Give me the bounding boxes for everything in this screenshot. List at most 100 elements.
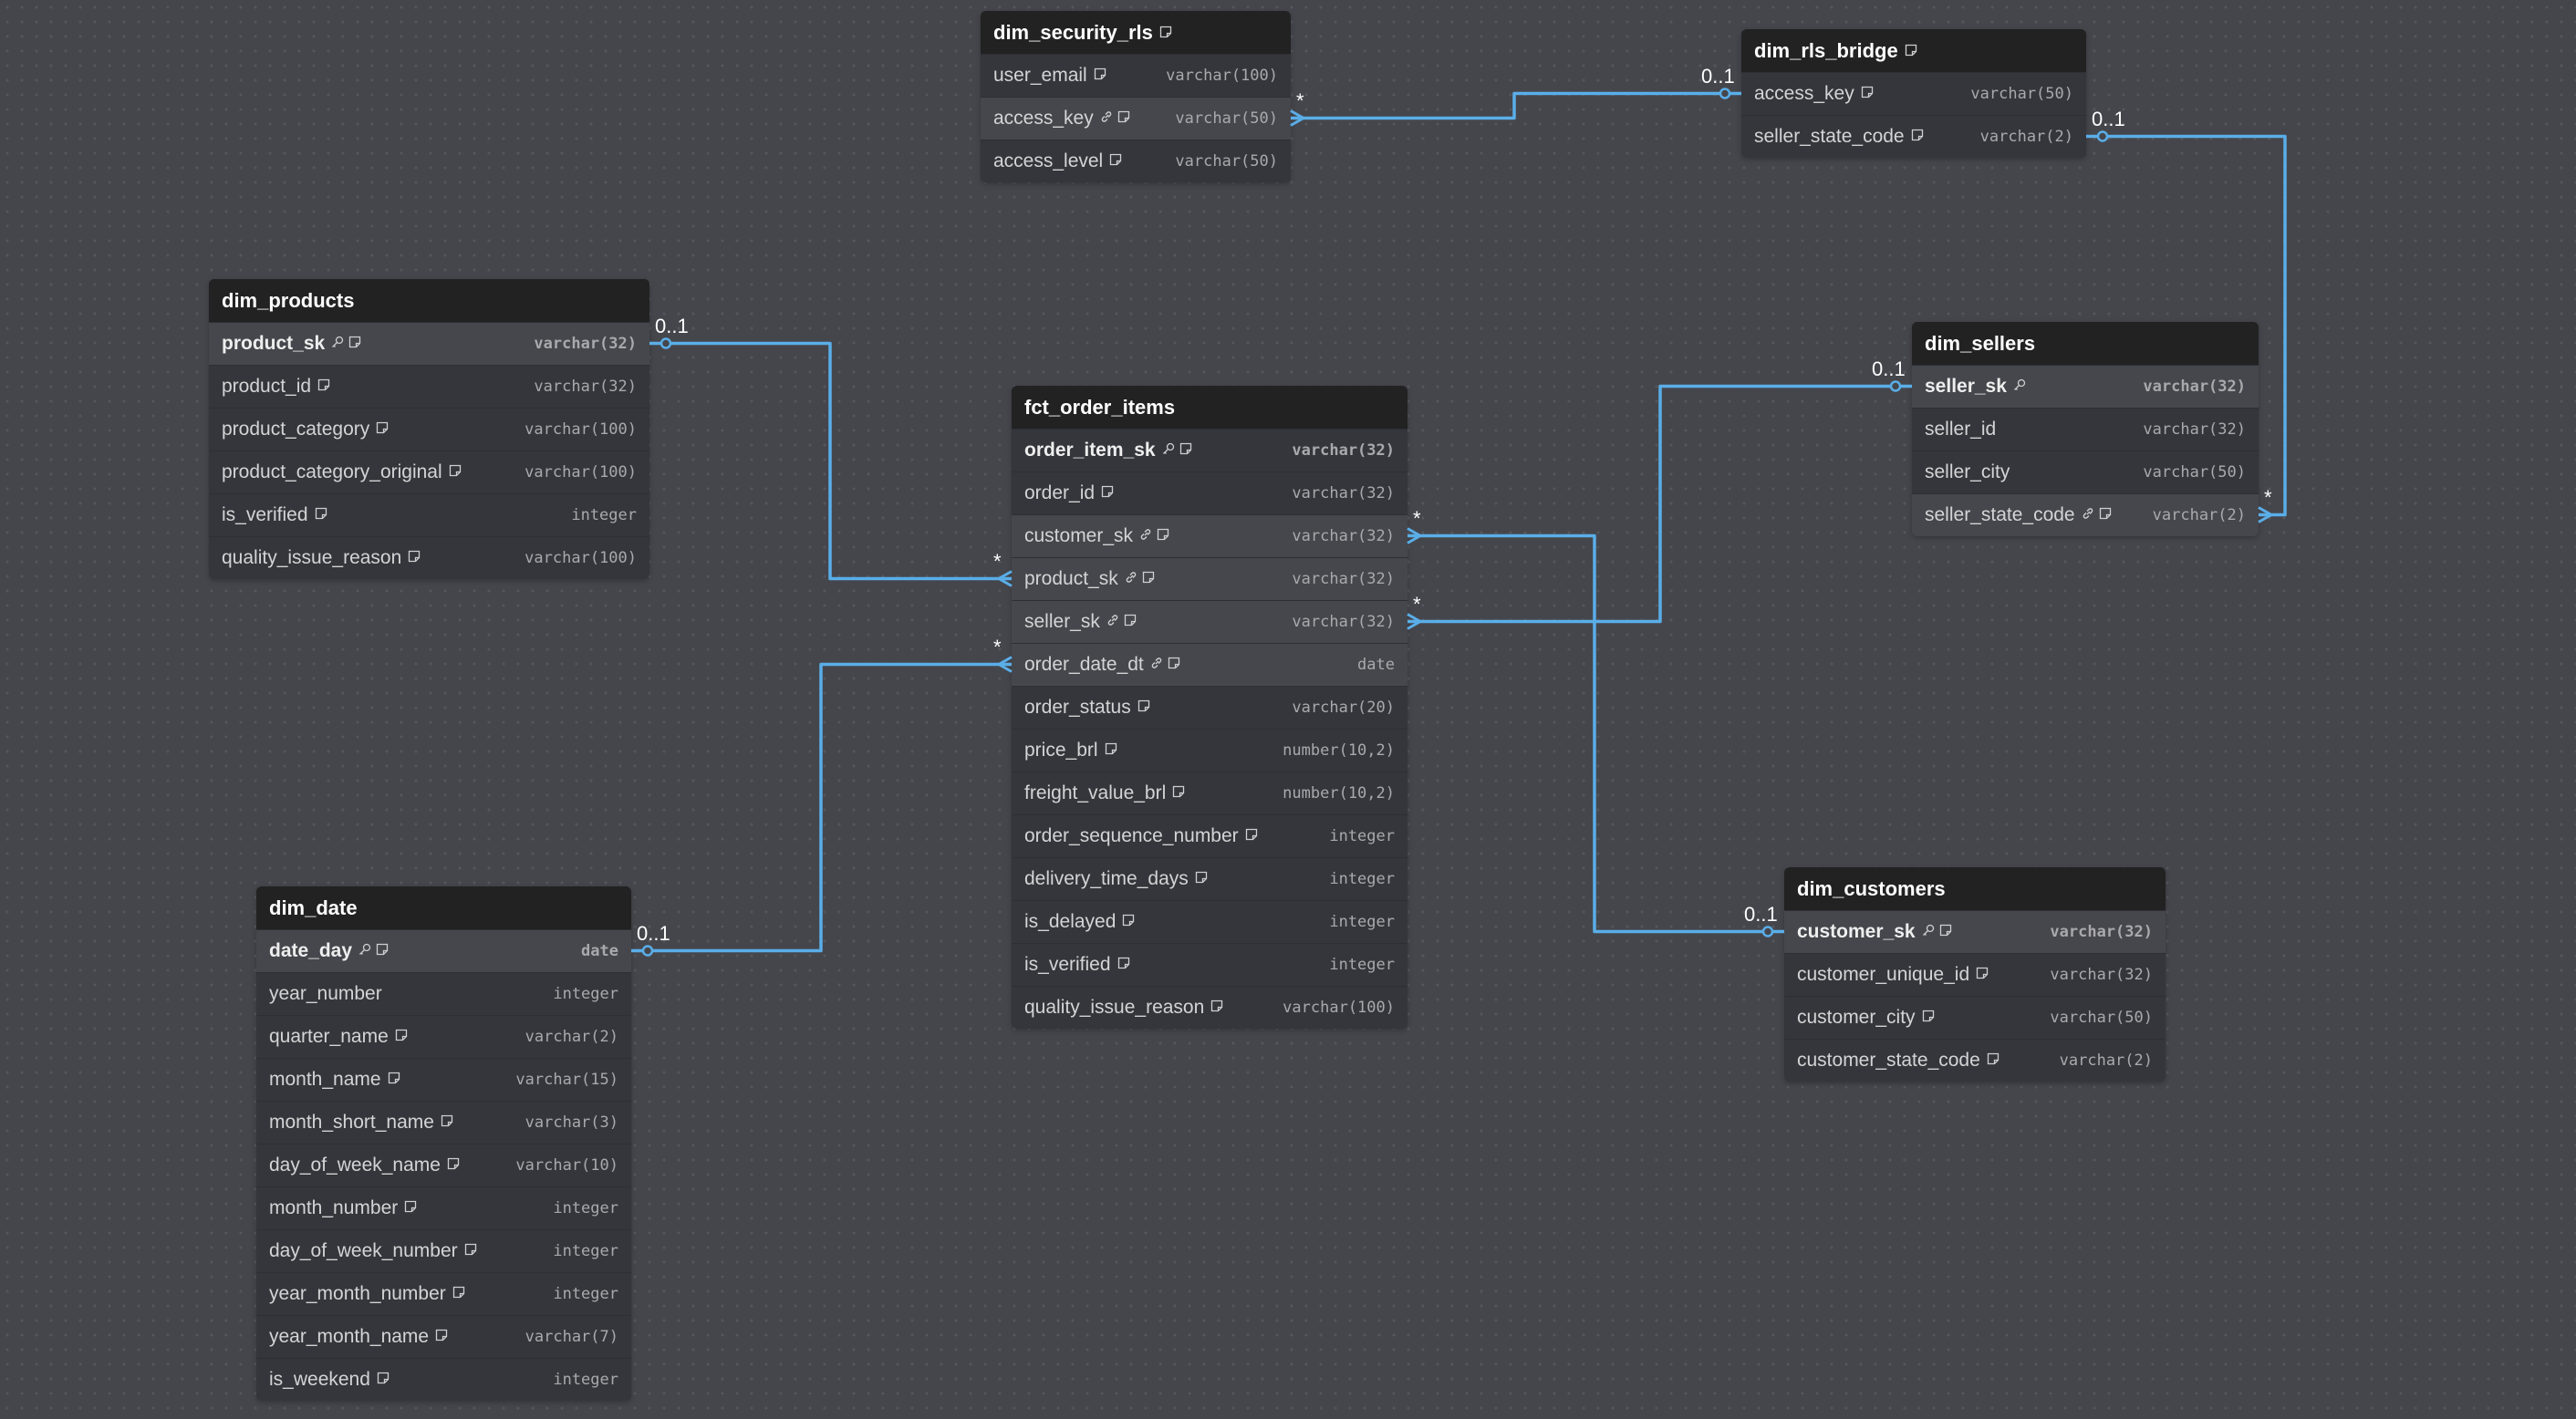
- column-name: price_brl: [1024, 740, 1098, 761]
- table-header[interactable]: dim_sellers: [1912, 322, 2259, 365]
- note-icon: [1194, 868, 1209, 890]
- crows-foot-many-icon: [1407, 527, 1424, 544]
- column-type: integer: [553, 1199, 618, 1217]
- column-type: varchar(32): [2050, 923, 2153, 941]
- column-type: varchar(20): [1292, 699, 1395, 717]
- column-name: quality_issue_reason: [222, 547, 402, 568]
- foreign-key-link-icon: [2081, 504, 2095, 526]
- table-header[interactable]: dim_rls_bridge: [1741, 29, 2086, 72]
- note-icon: [403, 1197, 418, 1219]
- relationship-line[interactable]: [631, 662, 1012, 953]
- column-name: customer_city: [1797, 1007, 1916, 1028]
- cardinality-label: 0..1: [1872, 357, 1906, 380]
- note-icon: [1108, 150, 1123, 172]
- cardinality-label: *: [1296, 88, 1304, 112]
- note-icon: [1123, 611, 1137, 633]
- table-header[interactable]: dim_customers: [1784, 867, 2166, 910]
- table-header[interactable]: dim_date: [256, 886, 631, 929]
- relationship-line[interactable]: [1407, 384, 1912, 624]
- cardinality-label: *: [993, 635, 1002, 658]
- table-header[interactable]: fct_order_items: [1012, 386, 1407, 429]
- foreign-key-link-icon: [1106, 611, 1120, 633]
- column-name: customer_sk: [1797, 921, 1916, 942]
- column-row[interactable]: customer_sk varchar(32): [1784, 910, 2166, 953]
- column-type: varchar(32): [2143, 378, 2246, 396]
- table-name: dim_products: [222, 288, 355, 312]
- column-name: year_month_name: [269, 1326, 430, 1347]
- relationship-line[interactable]: [1407, 533, 1784, 934]
- table-name: dim_customers: [1797, 876, 1946, 900]
- relationship-line[interactable]: [1291, 91, 1741, 120]
- crows-foot-many-icon: [1407, 613, 1424, 630]
- note-icon: [1121, 911, 1136, 933]
- column-type: varchar(100): [1166, 67, 1278, 85]
- note-icon: [1210, 997, 1224, 1019]
- primary-key-icon: [2012, 376, 2027, 398]
- column-name: delivery_time_days: [1024, 868, 1189, 889]
- table-header[interactable]: dim_products: [209, 279, 649, 322]
- column-name: seller_state_code: [1925, 504, 2075, 525]
- column-name: year_month_number: [269, 1283, 446, 1304]
- note-icon: [375, 940, 390, 962]
- cardinality-label: 0..1: [1701, 64, 1735, 88]
- column-name: product_category: [222, 419, 370, 440]
- crows-foot-many-icon: [995, 656, 1013, 673]
- table-header[interactable]: dim_security_rls: [981, 11, 1291, 54]
- zero-or-one-icon: [660, 337, 672, 349]
- column-name: month_name: [269, 1069, 381, 1090]
- note-icon: [440, 1112, 454, 1134]
- note-icon: [1938, 921, 1953, 943]
- relationship-line[interactable]: [649, 341, 1012, 581]
